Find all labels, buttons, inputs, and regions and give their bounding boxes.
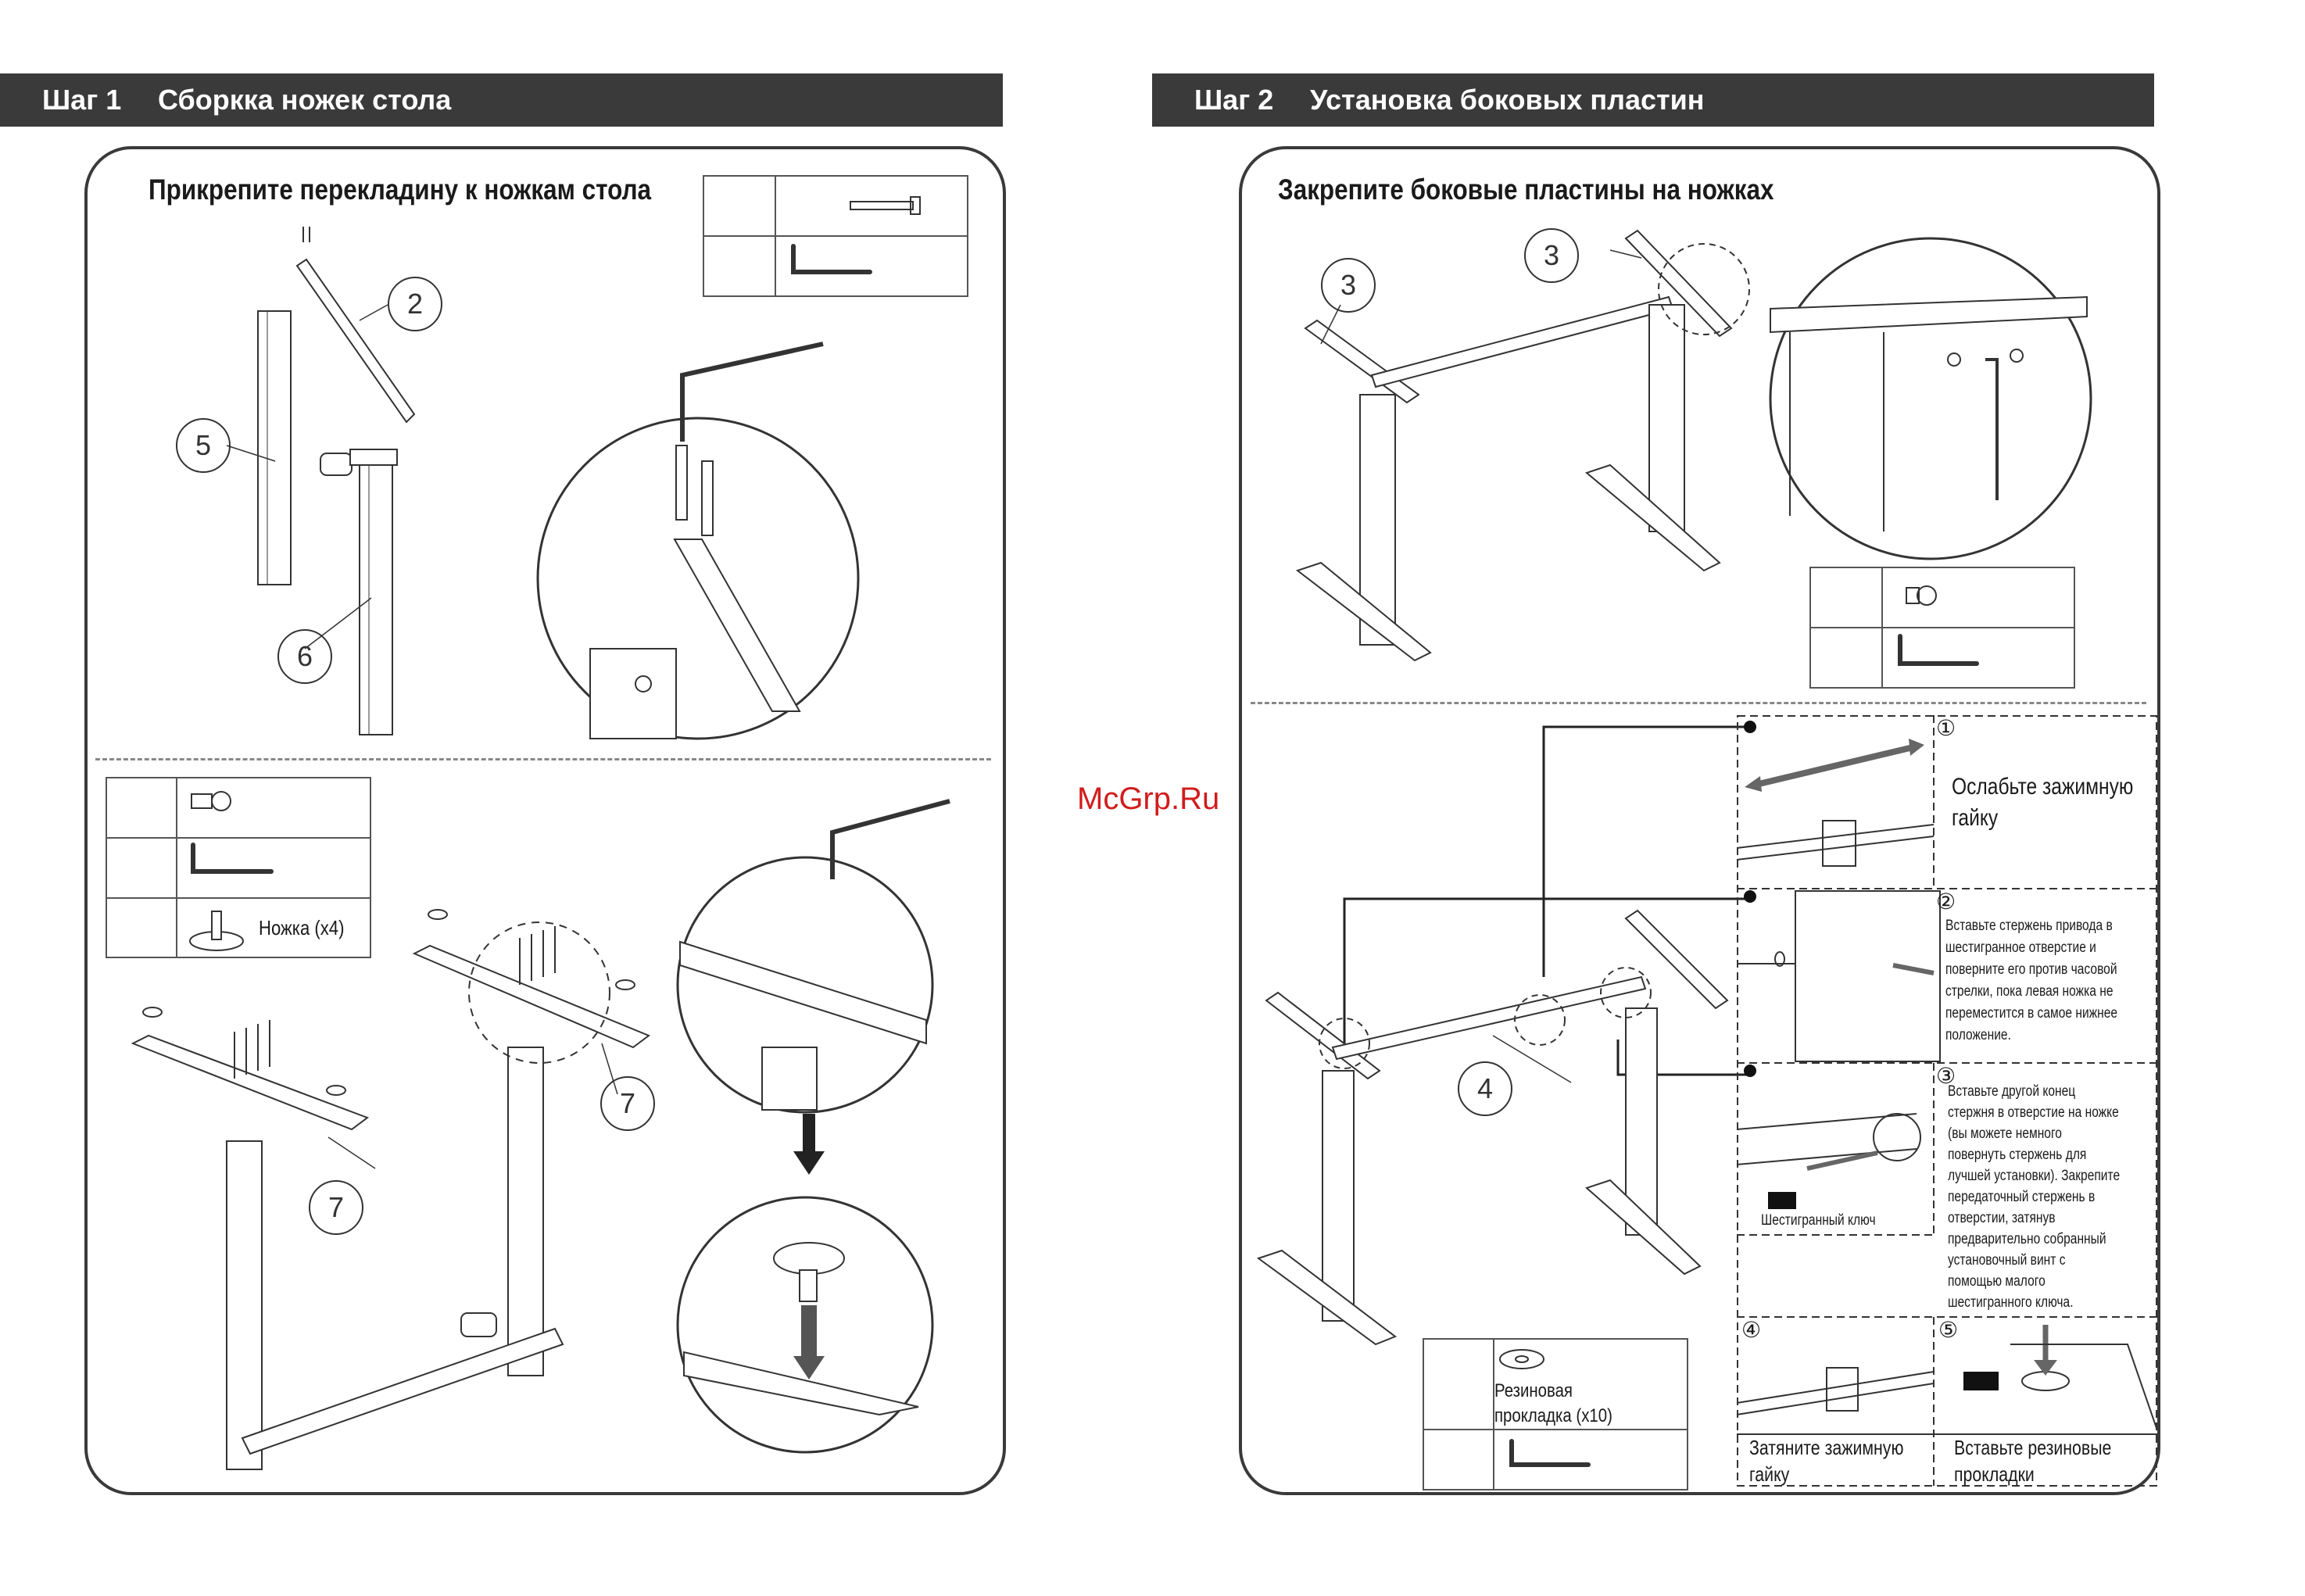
callout-7-rear: 7 — [600, 1076, 655, 1131]
callout-6-label: 6 — [296, 640, 313, 672]
step1-legs-drawing — [226, 227, 416, 735]
detail-4-line-2: гайку — [1749, 1462, 1790, 1486]
bolt-icon — [775, 175, 968, 237]
detail-5-line-1: Вставьте резиновые — [1954, 1436, 2112, 1459]
callout-4: 4 — [1458, 1061, 1512, 1116]
hex-key-icon — [775, 235, 968, 297]
detail-2-line: поверните его против часовой — [1945, 961, 2117, 978]
detail-1-marker: ① — [1936, 716, 1956, 740]
detail-1-line-1: Ослабьте зажимную — [1952, 774, 2134, 800]
down-arrow-icon — [793, 1114, 825, 1175]
step1-zoom-circle — [536, 342, 860, 740]
washer-label-2: прокладка (x10) — [1494, 1405, 1612, 1426]
step2-parts-table-top — [1809, 567, 2075, 689]
step1-divider — [95, 758, 991, 760]
callout-5-label: 5 — [195, 429, 212, 461]
detail-3-line: предварительно собранный — [1948, 1231, 2106, 1247]
cap-bolt-icon — [176, 777, 371, 839]
step1-subtitle: Прикрепите перекладину к ножкам стола — [149, 174, 652, 206]
callout-7-front-label: 7 — [327, 1191, 345, 1223]
step1-header: Шаг 1 Сборкка ножек стола — [0, 73, 1003, 127]
step1-parts-table-top — [703, 175, 968, 297]
watermark: McGrp.Ru — [1077, 782, 1220, 816]
foot-label: Ножка (x4) — [259, 915, 345, 939]
washer-label-1: Резиновая — [1494, 1380, 1573, 1401]
detail-2-line: положение. — [1945, 1027, 2011, 1043]
details-grid — [1736, 715, 2158, 1487]
step2-divider — [1251, 702, 2146, 704]
detail-2-text: Вставьте стержень привода в шестигранное… — [1945, 915, 2117, 1047]
cap-bolt-icon-2 — [1881, 567, 2075, 628]
step2-header: Шаг 2 Установка боковых пластин — [1152, 73, 2154, 127]
step1-zoom-screws — [676, 799, 950, 1114]
detail-3-line: установочный винт с — [1948, 1252, 2066, 1269]
detail-3-line: лучшей установки). Закрепите — [1948, 1168, 2121, 1184]
detail-3-line: шестигранного ключа. — [1948, 1294, 2074, 1311]
step1-parts-table-bottom: Ножка (x4) — [106, 777, 371, 958]
callout-6: 6 — [277, 629, 332, 684]
step2-drive-rod-drawing — [1256, 725, 1751, 1346]
callout-2-label: 2 — [406, 288, 424, 320]
callout-4-label: 4 — [1476, 1072, 1494, 1104]
detail-1-line-2: гайку — [1952, 805, 1999, 831]
callout-7-front: 7 — [309, 1180, 363, 1235]
step2-title: Установка боковых пластин — [1310, 84, 1705, 116]
detail-3-line: Вставьте другой конец — [1948, 1083, 2076, 1100]
callout-2: 2 — [388, 277, 442, 331]
detail-5-line-2: прокладки — [1954, 1462, 2035, 1486]
detail-5-marker: ⑤ — [1938, 1318, 1959, 1342]
step2-subtitle: Закрепите боковые пластины на ножках — [1278, 174, 1774, 206]
detail-4-text: Затяните зажимную гайку — [1749, 1434, 1903, 1487]
detail-2-line: переместится в самое нижнее — [1945, 1005, 2118, 1022]
detail-4-line-1: Затяните зажимную — [1749, 1436, 1904, 1459]
hex-key-icon-4 — [1493, 1429, 1688, 1490]
washer-part: Резиновая прокладка (x10) — [1493, 1338, 1688, 1430]
detail-3-line: помощью малого — [1948, 1273, 2046, 1290]
foot-part: Ножка (x4) — [176, 897, 371, 958]
detail-2-marker: ② — [1936, 889, 1956, 914]
step2-number: Шаг 2 — [1194, 84, 1274, 116]
detail-3-line: передаточный стержень в — [1948, 1189, 2096, 1205]
step1-number: Шаг 1 — [42, 84, 122, 116]
step1-title: Сборкка ножек стола — [158, 84, 452, 116]
step2-frame-drawing — [1295, 229, 1750, 662]
detail-3-marker: ③ — [1936, 1064, 1956, 1088]
callout-7-rear-label: 7 — [619, 1087, 636, 1119]
callout-3-left-label: 3 — [1340, 269, 1357, 301]
detail-3-line: (вы можете немного — [1948, 1125, 2062, 1142]
detail-3-line: повернуть стержень для — [1948, 1147, 2087, 1163]
step1-zoom-foot — [676, 1196, 934, 1454]
callout-5: 5 — [176, 418, 231, 473]
detail-4-marker: ④ — [1741, 1318, 1762, 1342]
detail-5-text: Вставьте резиновые прокладки — [1954, 1434, 2111, 1487]
step1-feet-drawing — [131, 909, 651, 1470]
callout-3-left: 3 — [1321, 258, 1376, 313]
hex-key-icon-2 — [176, 837, 371, 899]
detail-2-line: шестигранное отверстие и — [1945, 939, 2096, 956]
detail-2-line: Вставьте стержень привода в — [1945, 918, 2113, 934]
hex-key-icon-3 — [1881, 627, 2075, 689]
detail-1-text: Ослабьте зажимную гайку — [1952, 771, 2133, 834]
hex-key-label: Шестигранный ключ — [1761, 1212, 1876, 1229]
detail-3-line: стержня в отверстие на ножке — [1948, 1104, 2119, 1121]
callout-3-right-label: 3 — [1543, 239, 1560, 271]
callout-3-right: 3 — [1524, 228, 1579, 283]
step2-parts-table-bottom: Резиновая прокладка (x10) — [1423, 1338, 1688, 1490]
step2-zoom-plate — [1769, 237, 2092, 560]
detail-2-line: стрелки, пока левая ножка не — [1945, 983, 2114, 1000]
detail-3-text: Вставьте другой конец стержня в отверсти… — [1948, 1081, 2120, 1313]
detail-3-line: отверстии, затянув — [1948, 1210, 2056, 1226]
